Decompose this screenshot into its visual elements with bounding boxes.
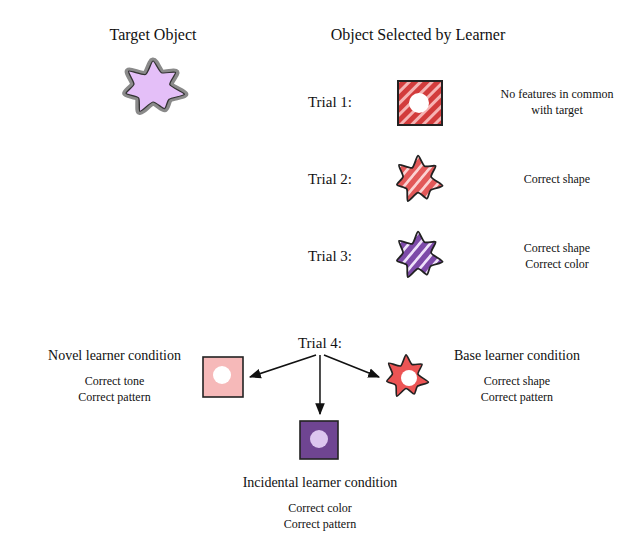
text-column: Incidental learner conditionCorrect colo… [243,475,398,532]
base-condition: Base learner conditionCorrect shape Corr… [382,348,580,405]
feature-note: Correct shape Correct pattern [469,373,564,405]
target-object [126,61,184,111]
text-column: Base learner conditionCorrect shape Corr… [454,348,580,405]
column-heading: Object Selected by Learner [331,25,506,46]
object-icon [199,353,247,401]
feature-note: Correct color Correct pattern [273,500,368,532]
arrow-connector [319,355,321,414]
condition-title: Incidental learner condition [243,475,398,492]
trial-label: Trial 3: [308,247,352,267]
novel-condition: Novel learner conditionCorrect tone Corr… [48,348,247,405]
trial-2-object [397,156,443,201]
feature-note: Correct tone Correct pattern [67,373,162,405]
text-column: Novel learner conditionCorrect tone Corr… [48,348,181,405]
condition-title: Base learner condition [454,348,580,365]
condition-title: Novel learner condition [48,348,181,365]
incidental-condition: Incidental learner conditionCorrect colo… [243,417,398,532]
trial-label: Trial 4: [298,334,342,352]
trial-1-object [398,81,442,125]
object-icon [296,417,344,465]
arrow-connector [250,355,316,377]
trial-3-object [397,232,443,277]
column-heading: Target Object [110,25,197,46]
text-column: Trial 4: [298,334,342,352]
condition-title: Trial 4: [298,334,342,352]
arrow-connector [324,355,379,377]
trial-label: Trial 1: [308,93,352,113]
trial-label: Trial 2: [308,170,352,190]
feature-note: Correct shape [524,172,590,188]
feature-note: Correct shape Correct color [510,241,605,272]
feature-note: No features in common with target [498,87,616,118]
object-icon [382,353,430,401]
